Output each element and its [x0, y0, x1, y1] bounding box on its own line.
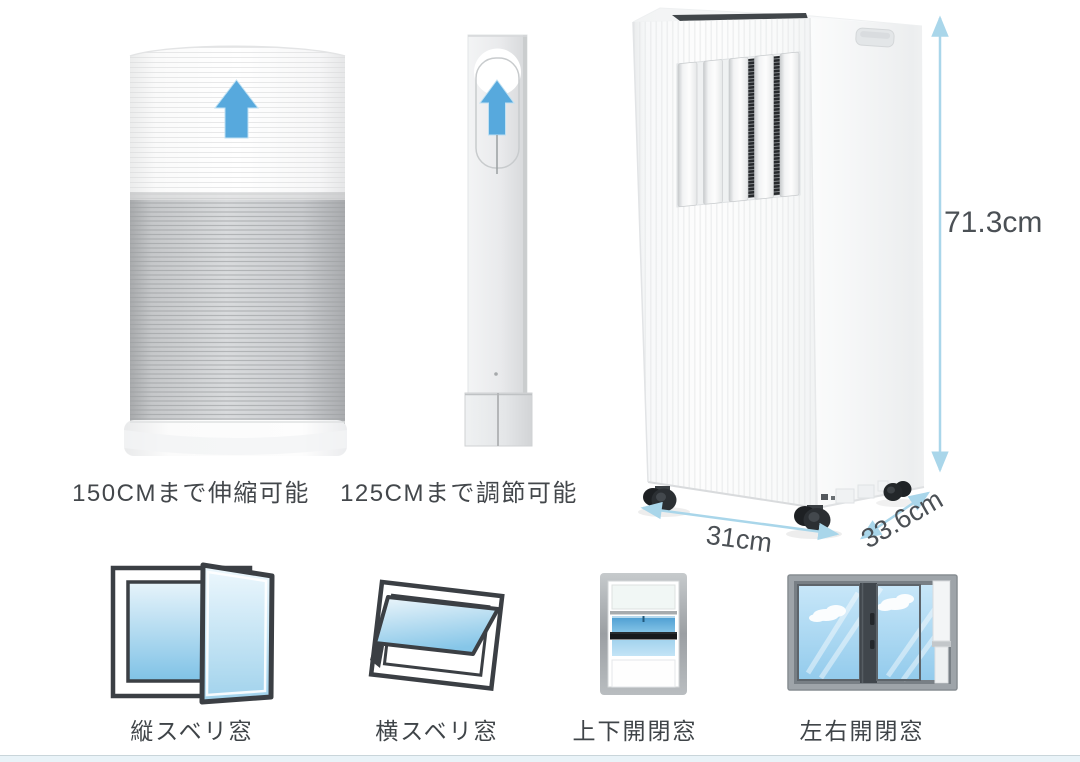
- exhaust-hose-illustration: [118, 30, 350, 468]
- ac-unit-graphic: [632, 7, 925, 539]
- window-type-label-awning: 横スベリ窓: [375, 718, 499, 744]
- width-dimension-line: [640, 501, 840, 541]
- awning-window-icon: [360, 560, 520, 700]
- window-panel-illustration: [452, 22, 560, 462]
- ac-unit-illustration: [560, 0, 960, 560]
- double-hung-window-icon: [595, 565, 695, 700]
- window-type-label-double-hung: 上下開閉窓: [572, 718, 698, 744]
- handle-recess: [855, 27, 895, 48]
- depth-dimension-line: [859, 491, 931, 540]
- window-panel-graphic: [464, 34, 533, 447]
- up-arrow-icon: [213, 79, 260, 139]
- panel-caption: 125CMまで調節可能: [340, 480, 578, 507]
- dimension-height-label: 71.3cm: [944, 206, 1043, 239]
- casement-window-icon: [100, 555, 280, 705]
- bottom-strip: [0, 755, 1080, 762]
- sliding-window-icon: [783, 568, 963, 696]
- window-type-label-casement: 縦スベリ窓: [130, 718, 254, 744]
- air-vent-louvers: [676, 51, 801, 208]
- hose-caption: 150CMまで伸縮可能: [72, 480, 310, 507]
- exhaust-hose-graphic: [124, 45, 347, 456]
- window-type-label-sliding: 左右開閉窓: [799, 718, 925, 744]
- cloud-icon: [809, 594, 914, 622]
